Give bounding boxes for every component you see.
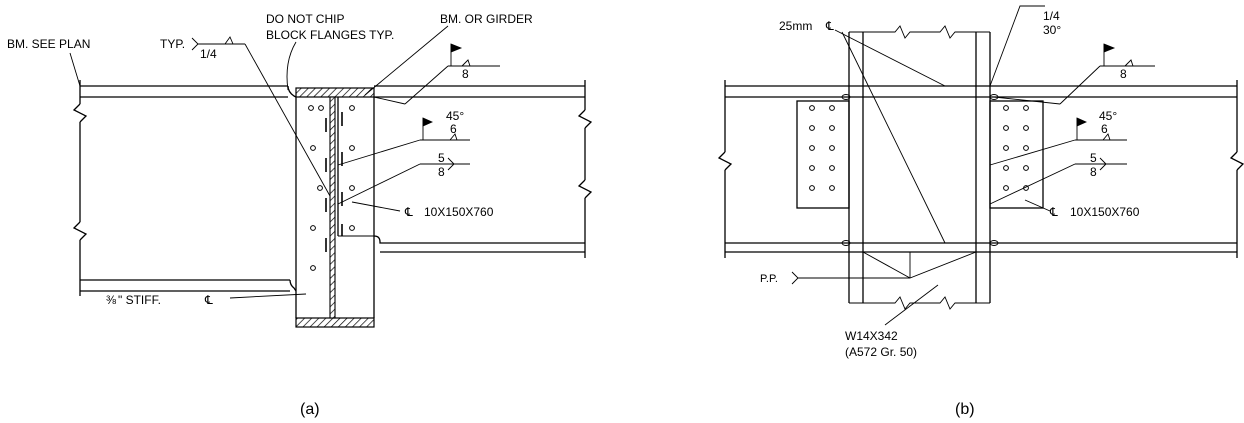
bolt (829, 145, 835, 151)
bolt (349, 185, 355, 191)
weld-8b-label-b: 8 (1090, 165, 1097, 179)
angle-45-label-b: 45° (1099, 109, 1117, 123)
bolt (310, 225, 316, 231)
bolt (349, 225, 355, 231)
leaders-b (834, 5, 1155, 326)
bolt-holes-b (809, 105, 1029, 191)
bolt (1003, 145, 1009, 151)
weld-8-label-b: 8 (1120, 67, 1127, 81)
bolt (829, 185, 835, 191)
bolt (1023, 125, 1029, 131)
angle-45-label: 45° (446, 109, 464, 123)
weld-quarter-label-b: 1/4 (1043, 9, 1060, 23)
weld-8b-label: 8 (438, 165, 445, 179)
bolt (308, 105, 314, 111)
bolt (310, 265, 316, 271)
weld-8-label: 8 (462, 67, 469, 81)
plate-25mm-symbol: ℄ (825, 19, 834, 33)
column-grade-label: (A572 Gr. 50) (845, 345, 917, 359)
typ-label: TYP. (160, 37, 185, 51)
figure-b: 25mm ℄ 1/4 30° 8 45° 6 5 8 ℄ 10X150X760 … (717, 5, 1244, 418)
stiffener-label: " STIFF. (118, 293, 161, 307)
bolt (1003, 185, 1009, 191)
plate-label-b: 10X150X760 (1070, 205, 1140, 219)
bolt (1023, 165, 1029, 171)
bolt (317, 185, 323, 191)
do-not-chip-label: DO NOT CHIP (266, 12, 344, 26)
weld-6-label: 6 (450, 122, 457, 136)
bolt (1003, 125, 1009, 131)
column-b (841, 25, 999, 310)
weld-quarter-label: 1/4 (200, 47, 217, 61)
bolt (829, 105, 835, 111)
bolt (809, 125, 815, 131)
bolt (809, 165, 815, 171)
stiffener-plate-symbol: ℄ (204, 293, 213, 307)
bolt (349, 105, 355, 111)
shear-plates-b (796, 100, 1044, 209)
right-beam-a (373, 80, 593, 258)
leaders-a (69, 25, 500, 299)
bolt (809, 145, 815, 151)
bolt (809, 105, 815, 111)
bolt (829, 165, 835, 171)
bolt-holes-a (308, 105, 355, 271)
angle-30-label: 30° (1043, 23, 1061, 37)
plate-25mm-label: 25mm (779, 19, 812, 33)
pp-detail-b (791, 251, 977, 285)
left-beam-a (72, 80, 297, 296)
bolt (809, 185, 815, 191)
bolt (829, 125, 835, 131)
weld-6-label-b: 6 (1101, 122, 1108, 136)
column-size-label: W14X342 (845, 329, 898, 343)
girder-section-a (295, 87, 375, 328)
beam-see-plan-label: BM. SEE PLAN (7, 37, 90, 51)
plate-symbol: ℄ (404, 205, 413, 219)
caption-b: (b) (955, 401, 975, 418)
beam-b (717, 80, 1244, 258)
labels-b: 25mm ℄ 1/4 30° 8 45° 6 5 8 ℄ 10X150X760 … (760, 9, 1140, 418)
weld-5-label-b: 5 (1090, 151, 1097, 165)
plate-symbol-b: ℄ (1049, 205, 1058, 219)
weld-5-label: 5 (438, 151, 445, 165)
bm-or-girder-label: BM. OR GIRDER (440, 12, 533, 26)
plate-label: 10X150X760 (424, 205, 494, 219)
bolt (1003, 105, 1009, 111)
bolt (1023, 105, 1029, 111)
bolt (1003, 165, 1009, 171)
figure-a: BM. SEE PLAN TYP. 1/4 DO NOT CHIP BLOCK … (7, 12, 593, 418)
bolt (349, 145, 355, 151)
caption-a: (a) (300, 401, 320, 418)
block-flanges-label: BLOCK FLANGES TYP. (266, 28, 394, 42)
stiffener-fraction: ⅜ (106, 293, 117, 307)
bolt (310, 145, 316, 151)
weld-dashes-a (325, 112, 343, 252)
bolt (1023, 145, 1029, 151)
pp-label: P.P. (760, 273, 778, 285)
bolt (318, 105, 324, 111)
labels-a: BM. SEE PLAN TYP. 1/4 DO NOT CHIP BLOCK … (7, 12, 533, 418)
